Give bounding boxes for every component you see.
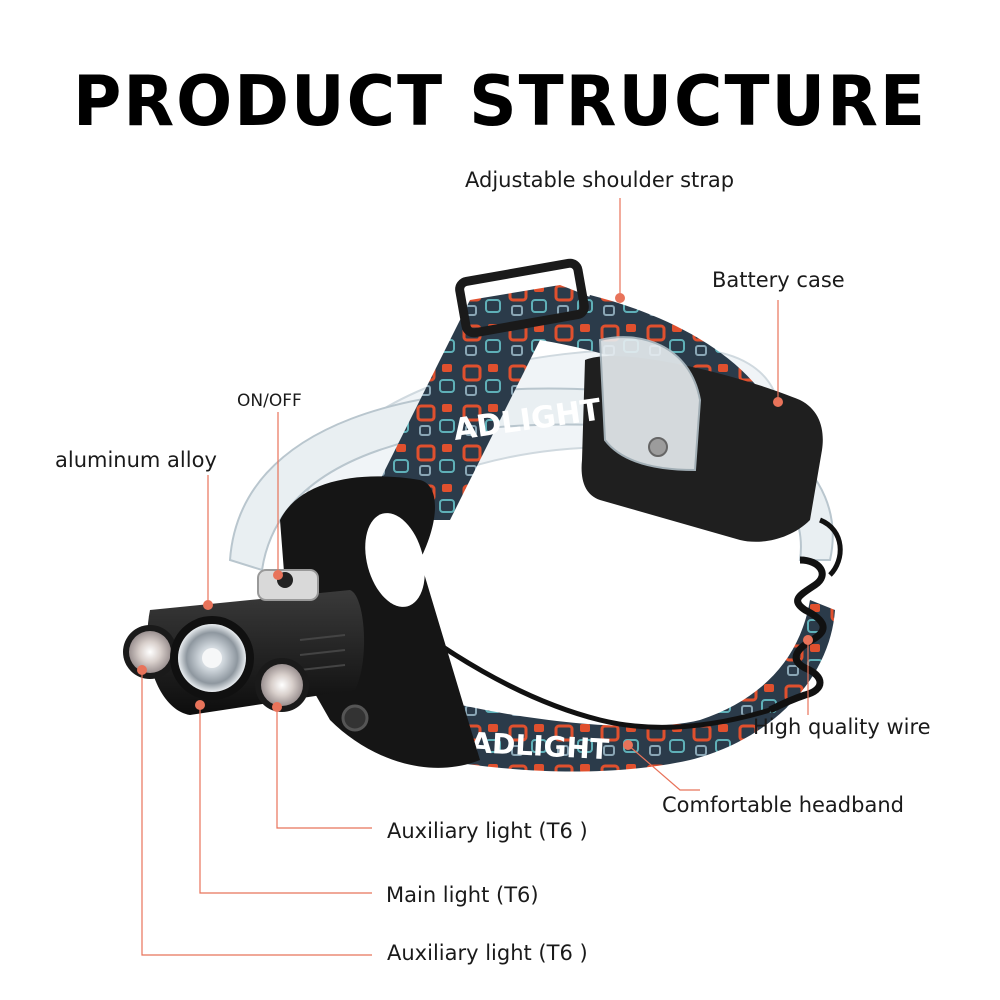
- band-text-front: ADLIGHT: [470, 726, 610, 766]
- page-title: PRODUCT STRUCTURE: [72, 61, 928, 142]
- label-aluminum-alloy: aluminum alloy: [55, 448, 217, 472]
- label-auxiliary-light-left: Auxiliary light (T6 ): [387, 941, 588, 965]
- label-on-off: ON/OFF: [237, 391, 302, 411]
- battery-screw: [648, 437, 668, 457]
- battery-clear-cover: [598, 336, 702, 472]
- bracket-screw: [341, 704, 369, 732]
- callout-dots: [137, 293, 813, 750]
- bracket-cutout: [365, 513, 425, 607]
- cooling-fins: [299, 634, 346, 671]
- head-bracket: [280, 476, 480, 768]
- label-shoulder-strap: Adjustable shoulder strap: [465, 168, 735, 192]
- front-headband: [440, 600, 835, 772]
- label-main-light: Main light (T6): [386, 883, 539, 907]
- main-light: [170, 616, 254, 700]
- auxiliary-light-right: [255, 658, 309, 712]
- label-high-quality-wire: High quality wire: [753, 715, 931, 739]
- label-battery-case: Battery case: [712, 268, 845, 292]
- label-auxiliary-light-right: Auxiliary light (T6 ): [387, 819, 588, 843]
- label-comfortable-headband: Comfortable headband: [662, 793, 904, 817]
- callout-lines: [141, 198, 809, 956]
- strap-buckle: [455, 258, 589, 338]
- auxiliary-light-left: [123, 625, 177, 679]
